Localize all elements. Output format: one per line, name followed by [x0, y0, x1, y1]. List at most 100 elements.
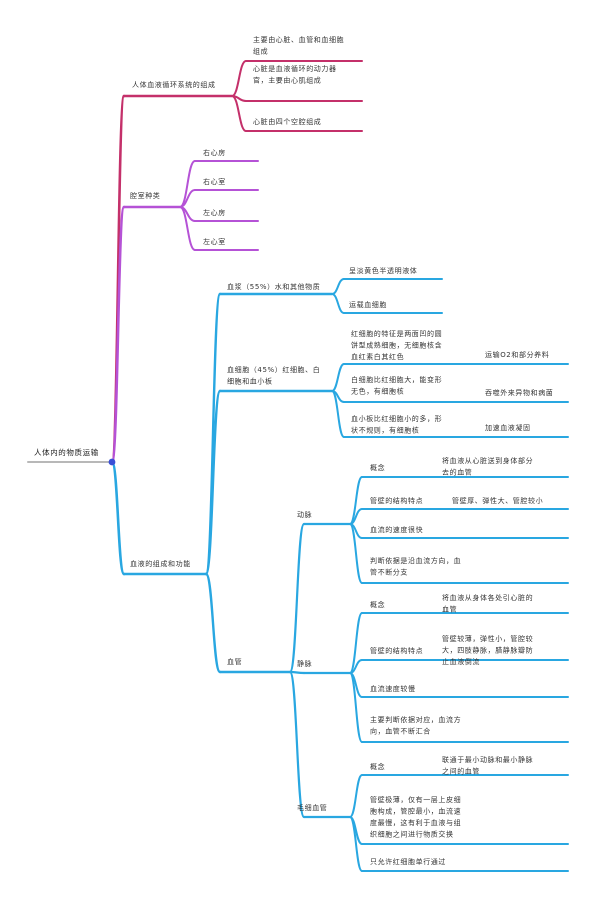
- blood-child-cells-label-line: 细胞和血小板: [227, 377, 273, 386]
- circulatory-child-3-label-line: 心脏由四个空腔组成: [253, 117, 321, 126]
- cell-wbc-label-line: 白细胞比红细胞大，能变形: [351, 375, 442, 384]
- cell-plt-label-line: 血小板比红细胞小的多，形: [351, 414, 442, 423]
- vessel-vein-connector: [288, 670, 306, 675]
- vessel-vein-v1-note[interactable]: 将血液从身体各处引心脏的血管: [442, 593, 533, 614]
- vessel-vein-v4-label[interactable]: 主要判断依据对应，血流方向，血管不断汇合: [370, 715, 461, 736]
- cell-rbc-label-line: 血红素白其红色: [351, 352, 404, 361]
- blood-child-cells-label[interactable]: 血细胞（45%）红细胞、白细胞和血小板: [227, 365, 320, 386]
- vessel-capillary-c1-connector: [349, 774, 363, 818]
- vessel-artery-a1-label-line: 概念: [370, 463, 385, 472]
- vessel-vein-v2-label[interactable]: 管壁的结构特点: [370, 646, 423, 655]
- circulatory-child-1-label-line: 主要由心脏、血管和血细胞: [253, 35, 344, 44]
- vessel-artery-connector: [288, 522, 306, 674]
- vessel-artery-a1-note[interactable]: 将血液从心脏送到身体部分去的血管: [442, 456, 533, 477]
- vessel-artery-label[interactable]: 动脉: [297, 510, 312, 519]
- blood-child-plasma-connector: [204, 292, 222, 576]
- vessel-vein-v3-label-line: 血流速度较慢: [370, 684, 416, 693]
- cell-rbc-label-line: 红细胞的特征是两面凹的圆: [351, 329, 442, 338]
- vessel-capillary-c2-label-line: 管壁极薄，仅有一层上皮细: [370, 795, 461, 804]
- plasma-child-1-connector: [331, 278, 345, 295]
- vessel-capillary-c2-label[interactable]: 管壁极薄，仅有一层上皮细胞构成，管腔最小，血流速度最慢，这有利于血液与组织细胞之…: [370, 795, 461, 839]
- cell-rbc-label[interactable]: 红细胞的特征是两面凹的圆饼型成熟细胞，无细胞核含血红素白其红色: [351, 329, 442, 361]
- vessel-capillary-label[interactable]: 毛细血管: [297, 803, 327, 812]
- plasma-child-1-label-line: 呈淡黄色半透明液体: [349, 266, 417, 275]
- plasma-child-2-label[interactable]: 运载血细胞: [349, 300, 387, 309]
- branch-b2-connector: [110, 205, 126, 464]
- branch-circulatory-system-label[interactable]: 人体血液循环系统的组成: [132, 80, 216, 89]
- plasma-child-2-label-line: 运载血细胞: [349, 300, 387, 309]
- cell-rbc-connector: [331, 363, 345, 392]
- chamber-1-label-line: 右心房: [203, 148, 226, 157]
- vessel-artery-a2-note[interactable]: 管壁厚、弹性大、管腔较小: [452, 496, 543, 505]
- vessel-artery-a2-label-line: 管壁的结构特点: [370, 496, 423, 505]
- vessel-capillary-c1-note-line: 联通于最小动脉和最小静脉: [442, 755, 533, 764]
- vessel-artery-a2-label[interactable]: 管壁的结构特点: [370, 496, 423, 505]
- cell-plt-label-line: 状不规则，有细胞核: [351, 426, 419, 435]
- vessel-capillary-c1-label-line: 概念: [370, 762, 385, 771]
- vessel-capillary-c1-label[interactable]: 概念: [370, 762, 385, 771]
- vessel-artery-a3-label[interactable]: 血流的速度很快: [370, 525, 423, 534]
- chamber-4-label-line: 左心室: [203, 237, 226, 246]
- vessel-vein-v1-note-line: 将血液从身体各处引心脏的: [442, 593, 533, 602]
- cell-wbc-label-line: 无色，有细胞核: [351, 387, 404, 396]
- vessel-capillary-c3-label[interactable]: 只允许红细胞单行通过: [370, 857, 446, 866]
- circulatory-child-1-label[interactable]: 主要由心脏、血管和血细胞组成: [253, 35, 344, 56]
- chamber-4-label[interactable]: 左心室: [203, 237, 226, 246]
- vessel-artery-a4-label[interactable]: 判断依据是沿血流方向，血管不断分支: [370, 556, 461, 577]
- root-label[interactable]: 人体内的物质运输: [34, 447, 99, 457]
- vessel-vein-label-line: 静脉: [297, 659, 312, 668]
- vessel-artery-a1-note-line: 去的血管: [442, 468, 472, 477]
- cell-plt-function: 加速血液凝固: [485, 423, 531, 432]
- blood-child-vessels-label-line: 血管: [227, 657, 242, 666]
- vessel-artery-a4-label-line: 判断依据是沿血流方向，血: [370, 556, 461, 565]
- vessel-vein-v1-label[interactable]: 概念: [370, 600, 385, 609]
- vessel-capillary-c1-note-line: 之间的血管: [442, 767, 480, 776]
- chamber-3-label-line: 左心房: [203, 208, 226, 217]
- chamber-2-label[interactable]: 右心室: [203, 177, 226, 186]
- branch-blood-composition-label[interactable]: 血液的组成和功能: [130, 559, 191, 568]
- vessel-vein-v4-label-line: 主要判断依据对应，血流方: [370, 715, 461, 724]
- cell-wbc-function: 吞噬外来异物和病菌: [485, 388, 553, 397]
- plasma-child-2-connector: [331, 293, 345, 314]
- vessel-vein-v2-note[interactable]: 管壁较薄，弹性小，管腔较大，四肢静脉，腊静脉瓣防止血液倒流: [442, 634, 533, 666]
- branch-circulatory-system-label-line: 人体血液循环系统的组成: [132, 80, 216, 89]
- cell-plt-connector: [331, 390, 345, 438]
- cell-wbc-label[interactable]: 白细胞比红细胞大，能变形无色，有细胞核: [351, 375, 442, 396]
- vessel-vein-v1-label-line: 概念: [370, 600, 385, 609]
- vessel-capillary-label-line: 毛细血管: [297, 803, 327, 812]
- circulatory-child-1-label-line: 组成: [253, 47, 268, 56]
- cell-rbc-function: 运输O2和部分养料: [485, 350, 549, 359]
- vessel-artery-a2-note-line: 管壁厚、弹性大、管腔较小: [452, 496, 543, 505]
- vessel-capillary-connector: [288, 670, 306, 819]
- vessel-artery-a4-connector: [349, 523, 363, 584]
- vessel-vein-v3-label[interactable]: 血流速度较慢: [370, 684, 416, 693]
- vessel-capillary-c1-note[interactable]: 联通于最小动脉和最小静脉之间的血管: [442, 755, 533, 776]
- branch-heart-chambers-label-line: 腔室种类: [130, 191, 160, 200]
- cell-plt-label[interactable]: 血小板比红细胞小的多，形状不规则，有细胞核: [351, 414, 442, 435]
- vessel-artery-a1-label[interactable]: 概念: [370, 463, 385, 472]
- circulatory-child-2-label-line: 官，主要由心肌组成: [253, 76, 321, 85]
- vessel-vein-label[interactable]: 静脉: [297, 659, 312, 668]
- blood-child-cells-label-line: 血细胞（45%）红细胞、白: [227, 365, 320, 374]
- circulatory-child-2-label[interactable]: 心脏是血液循环的动力器官，主要由心肌组成: [253, 64, 337, 85]
- vessel-vein-v2-note-line: 止血液倒流: [442, 657, 480, 666]
- vessel-artery-a3-label-line: 血流的速度很快: [370, 525, 423, 534]
- blood-child-cells-connector: [204, 389, 222, 576]
- vessel-artery-a1-note-line: 将血液从心脏送到身体部分: [442, 456, 533, 465]
- vessel-capillary-c2-label-line: 度最慢，这有利于血液与组: [370, 818, 461, 827]
- chamber-1-label[interactable]: 右心房: [203, 148, 226, 157]
- chamber-2-label-line: 右心室: [203, 177, 226, 186]
- circulatory-child-3-label[interactable]: 心脏由四个空腔组成: [253, 117, 321, 126]
- plasma-child-1-label[interactable]: 呈淡黄色半透明液体: [349, 266, 417, 275]
- root-junction-node: [108, 458, 116, 466]
- vessel-artery-label-line: 动脉: [297, 510, 312, 519]
- blood-child-vessels-label[interactable]: 血管: [227, 657, 242, 666]
- circulatory-child-3-connector: [231, 95, 247, 132]
- chamber-3-label[interactable]: 左心房: [203, 208, 226, 217]
- vessel-vein-v2-label-line: 管壁的结构特点: [370, 646, 423, 655]
- blood-child-plasma-label[interactable]: 血浆（55%）水和其他物质: [227, 282, 320, 291]
- branch-heart-chambers-label[interactable]: 腔室种类: [130, 191, 160, 200]
- branch-b1-connector: [110, 94, 126, 464]
- chamber-4-connector: [179, 206, 196, 251]
